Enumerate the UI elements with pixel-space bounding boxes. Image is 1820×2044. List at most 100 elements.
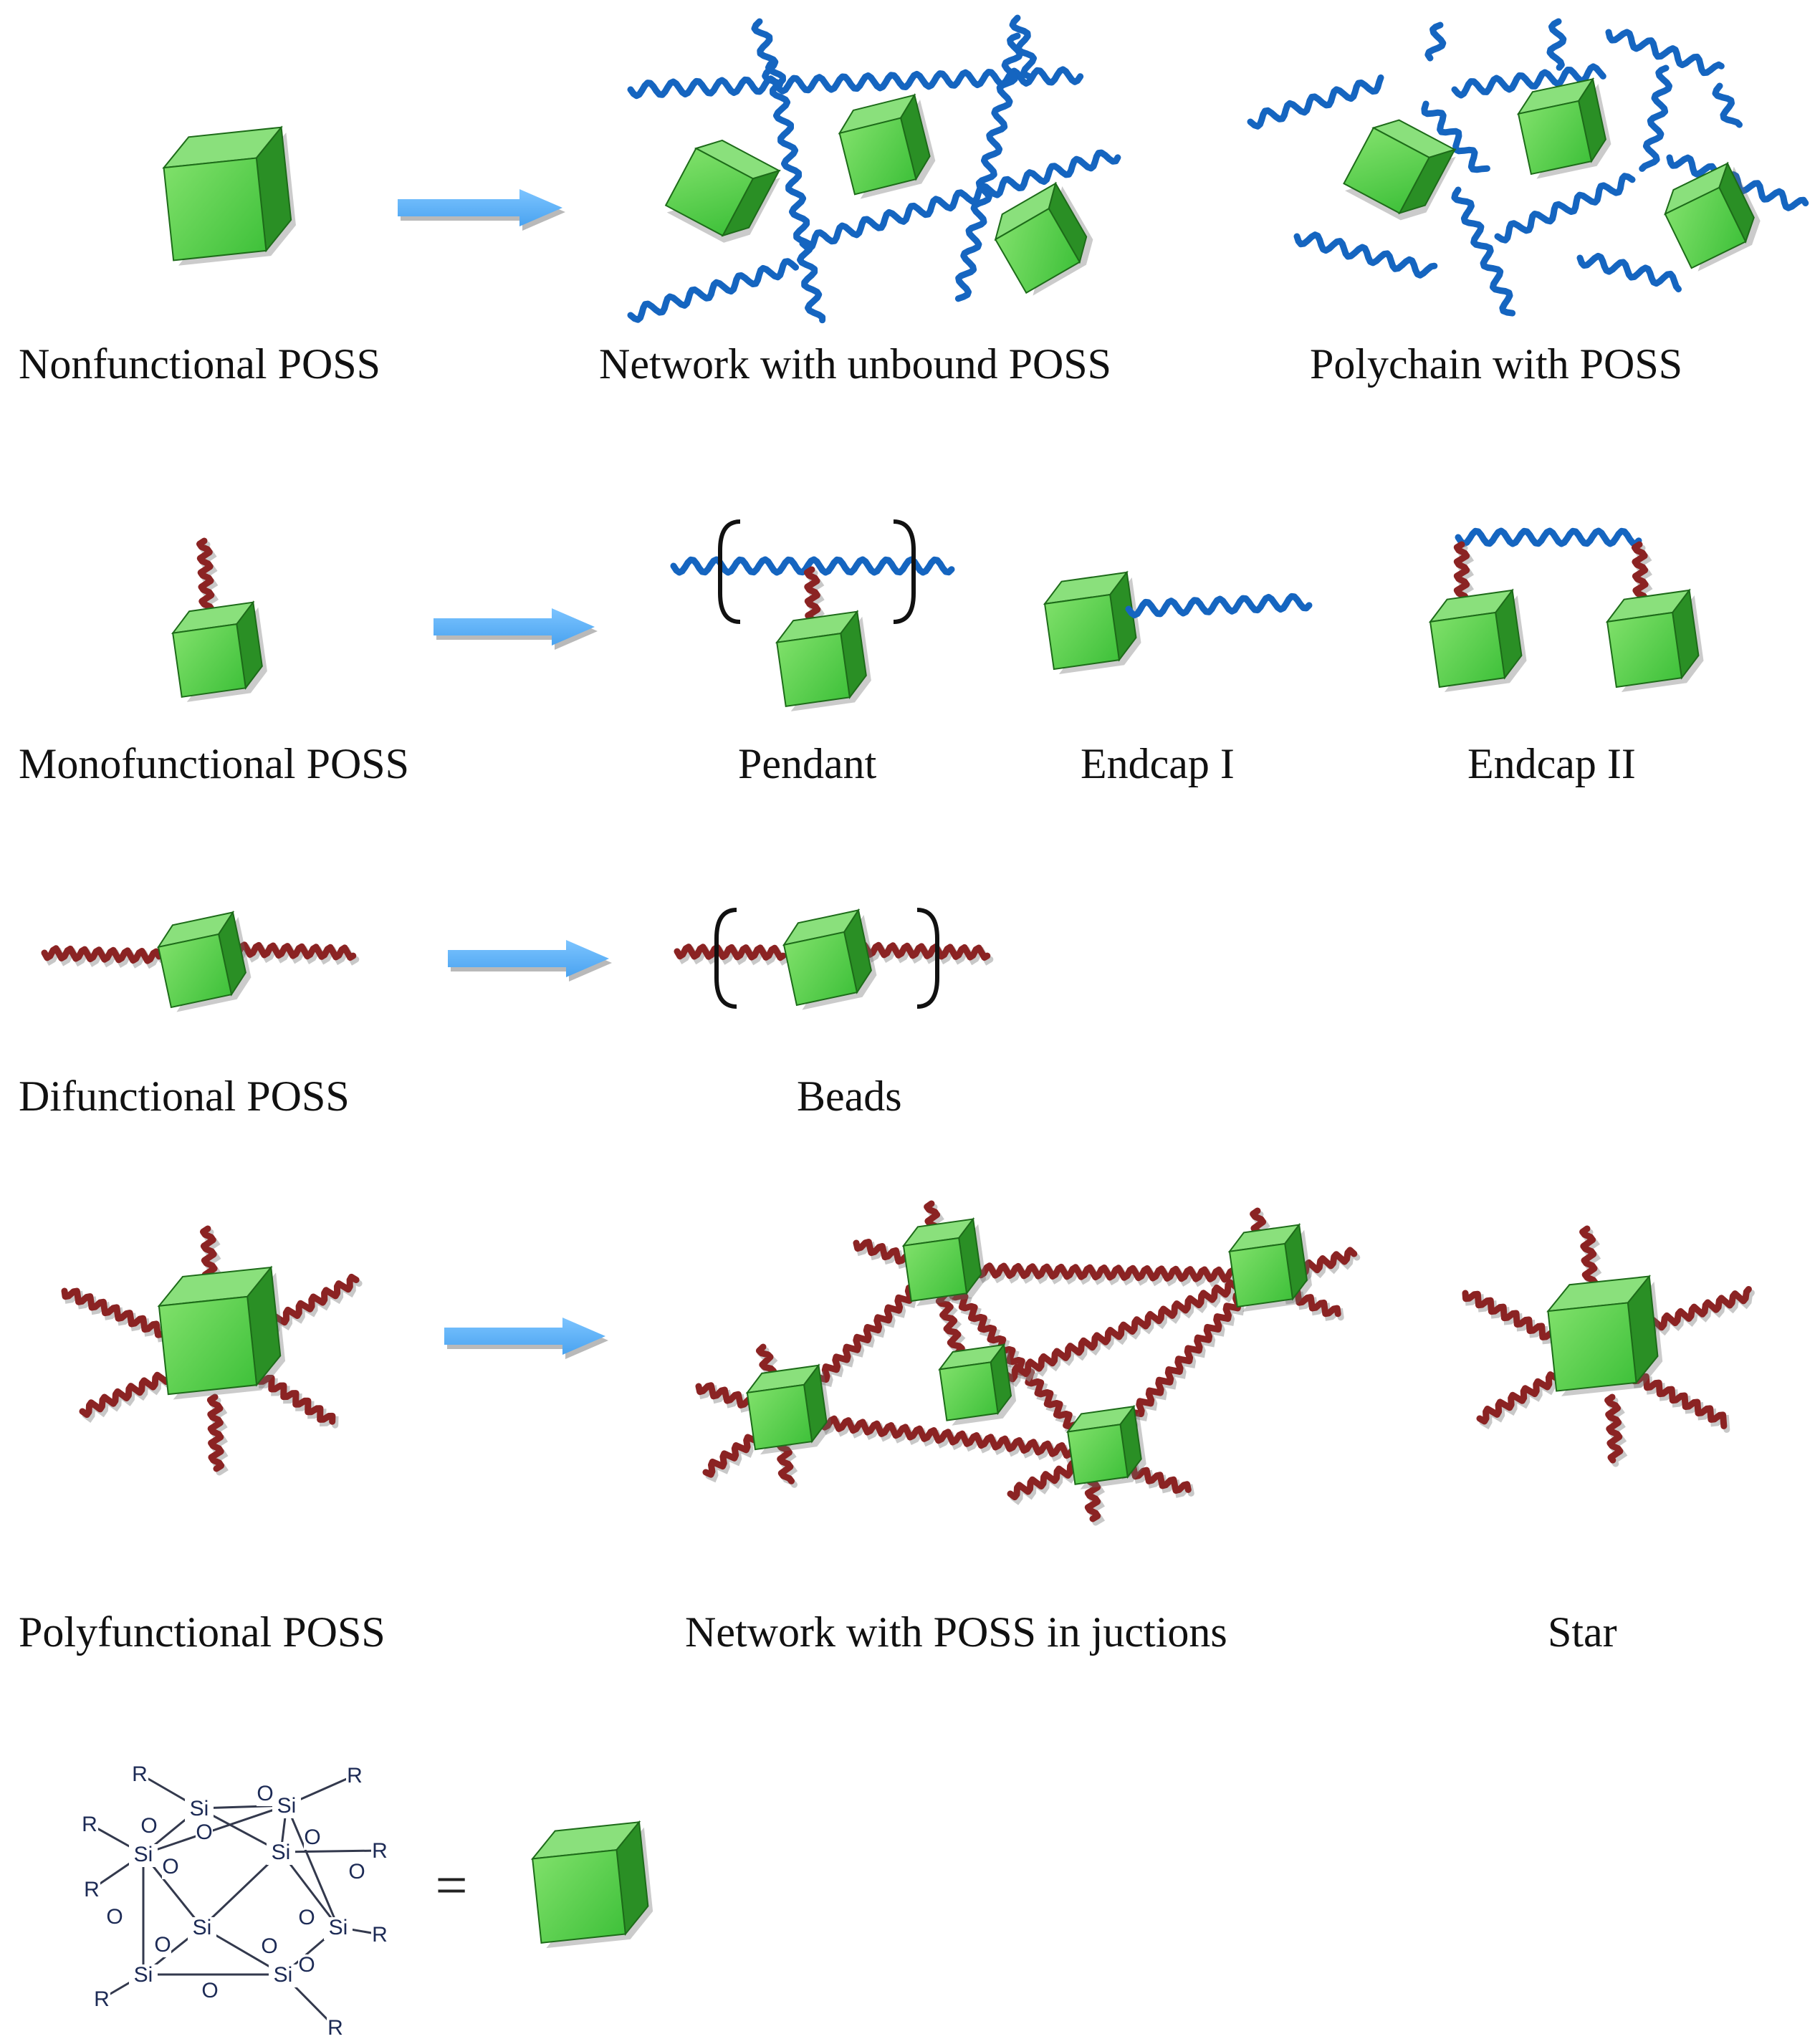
cube-unbound-3 xyxy=(994,181,1093,296)
atom-label-bg xyxy=(81,1814,98,1837)
chemical-bond xyxy=(285,1805,340,1928)
cube-polychain-2 xyxy=(1516,77,1611,179)
silicon-atom: Si xyxy=(329,1916,348,1939)
atom-label-bg xyxy=(196,1822,213,1845)
atom-label-bg xyxy=(201,1980,219,2003)
cube-polyfunctional xyxy=(157,1265,286,1400)
arrow-row-2 xyxy=(434,608,598,650)
label-endcap-2: Endcap II xyxy=(1467,740,1636,787)
oxygen-atom: O xyxy=(298,1953,315,1977)
atom-label-bg xyxy=(346,1765,363,1788)
network-chain-lower-left xyxy=(627,258,799,323)
atom-label-bg xyxy=(129,1964,158,1987)
r-group: R xyxy=(347,1764,363,1788)
atom-label-bg xyxy=(106,1906,123,1929)
cube-beads xyxy=(782,908,877,1010)
atom-label-bg xyxy=(348,1861,365,1884)
atom-label-bg xyxy=(272,1795,301,1818)
cube-junction-d xyxy=(745,1363,832,1455)
polychain xyxy=(1576,252,1682,293)
cube-junction-c xyxy=(938,1343,1017,1426)
poly-arm xyxy=(61,1287,168,1343)
endcap-2-arm-left xyxy=(1453,541,1475,609)
chemical-bond xyxy=(280,1849,380,1853)
star-arm xyxy=(1462,1290,1558,1345)
cube-polychain-3 xyxy=(1664,161,1761,272)
label-difunctional-poss: Difunctional POSS xyxy=(19,1073,350,1120)
silicon-atom: Si xyxy=(190,1797,209,1820)
oxygen-atom: O xyxy=(304,1825,320,1849)
label-monofunctional-poss: Monofunctional POSS xyxy=(19,740,410,787)
chemical-bond xyxy=(143,1804,287,1856)
r-group: R xyxy=(94,1987,110,2011)
cube-unbound-2 xyxy=(838,93,936,199)
oxygen-atom: O xyxy=(348,1860,365,1884)
silicon-atom: Si xyxy=(134,1843,153,1866)
silicon-atom: Si xyxy=(272,1841,291,1864)
atom-label-bg xyxy=(83,1879,100,1902)
atom-label-bg xyxy=(298,1907,315,1930)
network-chain-right-vertical xyxy=(954,32,1023,302)
network-link xyxy=(969,1268,1268,1402)
oxygen-atom: O xyxy=(298,1906,315,1929)
oxygen-atom: O xyxy=(257,1782,273,1805)
oxygen-atom: O xyxy=(201,1979,218,2002)
cube-nonfunctional xyxy=(162,125,296,266)
atom-label-bg xyxy=(304,1827,321,1850)
cube-pendant xyxy=(775,610,871,711)
label-polyfunctional-poss: Polyfunctional POSS xyxy=(19,1608,385,1656)
cube-polychain-1 xyxy=(1343,119,1457,221)
network-link xyxy=(776,1410,1101,1466)
cube-unbound-1 xyxy=(664,139,781,243)
label-network-unbound-poss: Network with unbound POSS xyxy=(599,340,1112,388)
polychain xyxy=(1247,74,1384,130)
polychain xyxy=(1451,186,1516,317)
polychain xyxy=(1451,63,1606,99)
r-group: R xyxy=(372,1839,388,1863)
cube-monofunctional xyxy=(171,600,267,702)
atom-label-bg xyxy=(327,2017,344,2040)
label-pendant: Pendant xyxy=(738,740,877,787)
r-group: R xyxy=(327,2016,343,2040)
cube-endcap-2-right xyxy=(1605,588,1704,693)
oxygen-atom: O xyxy=(140,1814,157,1838)
star-arm xyxy=(1476,1371,1566,1430)
oxygen-atom: O xyxy=(162,1855,178,1879)
polychain xyxy=(1421,100,1490,173)
network-chain-left-vertical xyxy=(765,57,826,324)
cube-junction-a xyxy=(901,1217,987,1307)
cube-endcap-1 xyxy=(1043,570,1141,675)
oxygen-atom: O xyxy=(106,1905,123,1929)
beads-bracket-right xyxy=(916,908,939,1009)
network-link xyxy=(931,1262,1265,1288)
cube-star xyxy=(1546,1275,1663,1396)
atom-label-bg xyxy=(131,1764,148,1787)
silicon-atom: Si xyxy=(193,1916,212,1939)
atom-label-bg xyxy=(324,1917,353,1940)
atom-label-bg xyxy=(371,1924,388,1947)
pendant-bracket-left xyxy=(718,519,741,624)
oxygen-atom: O xyxy=(261,1934,277,1958)
r-group: R xyxy=(132,1762,148,1786)
label-polychain-with-poss: Polychain with POSS xyxy=(1310,340,1683,388)
atom-label-bg xyxy=(129,1844,158,1867)
cube-endcap-2-left xyxy=(1428,588,1527,693)
poly-arm xyxy=(206,1393,229,1476)
network-chain-middle xyxy=(799,149,1121,251)
beads-arm-right xyxy=(849,941,994,966)
atom-label-bg xyxy=(267,1842,295,1865)
atom-label-bg xyxy=(188,1917,216,1940)
arrow-row-1 xyxy=(398,189,565,231)
beads-bracket-left xyxy=(714,908,737,1009)
arm-difunctional-right xyxy=(229,941,360,966)
silicon-atom: Si xyxy=(134,1963,153,1987)
cube-difunctional xyxy=(156,910,252,1012)
network-chain-stub xyxy=(1009,14,1037,80)
polychain xyxy=(1605,29,1725,77)
oxygen-atom: O xyxy=(154,1933,171,1957)
atom-label-bg xyxy=(269,1964,297,1987)
label-nonfunctional-poss: Nonfunctional POSS xyxy=(19,340,381,388)
polychain xyxy=(1494,173,1636,244)
